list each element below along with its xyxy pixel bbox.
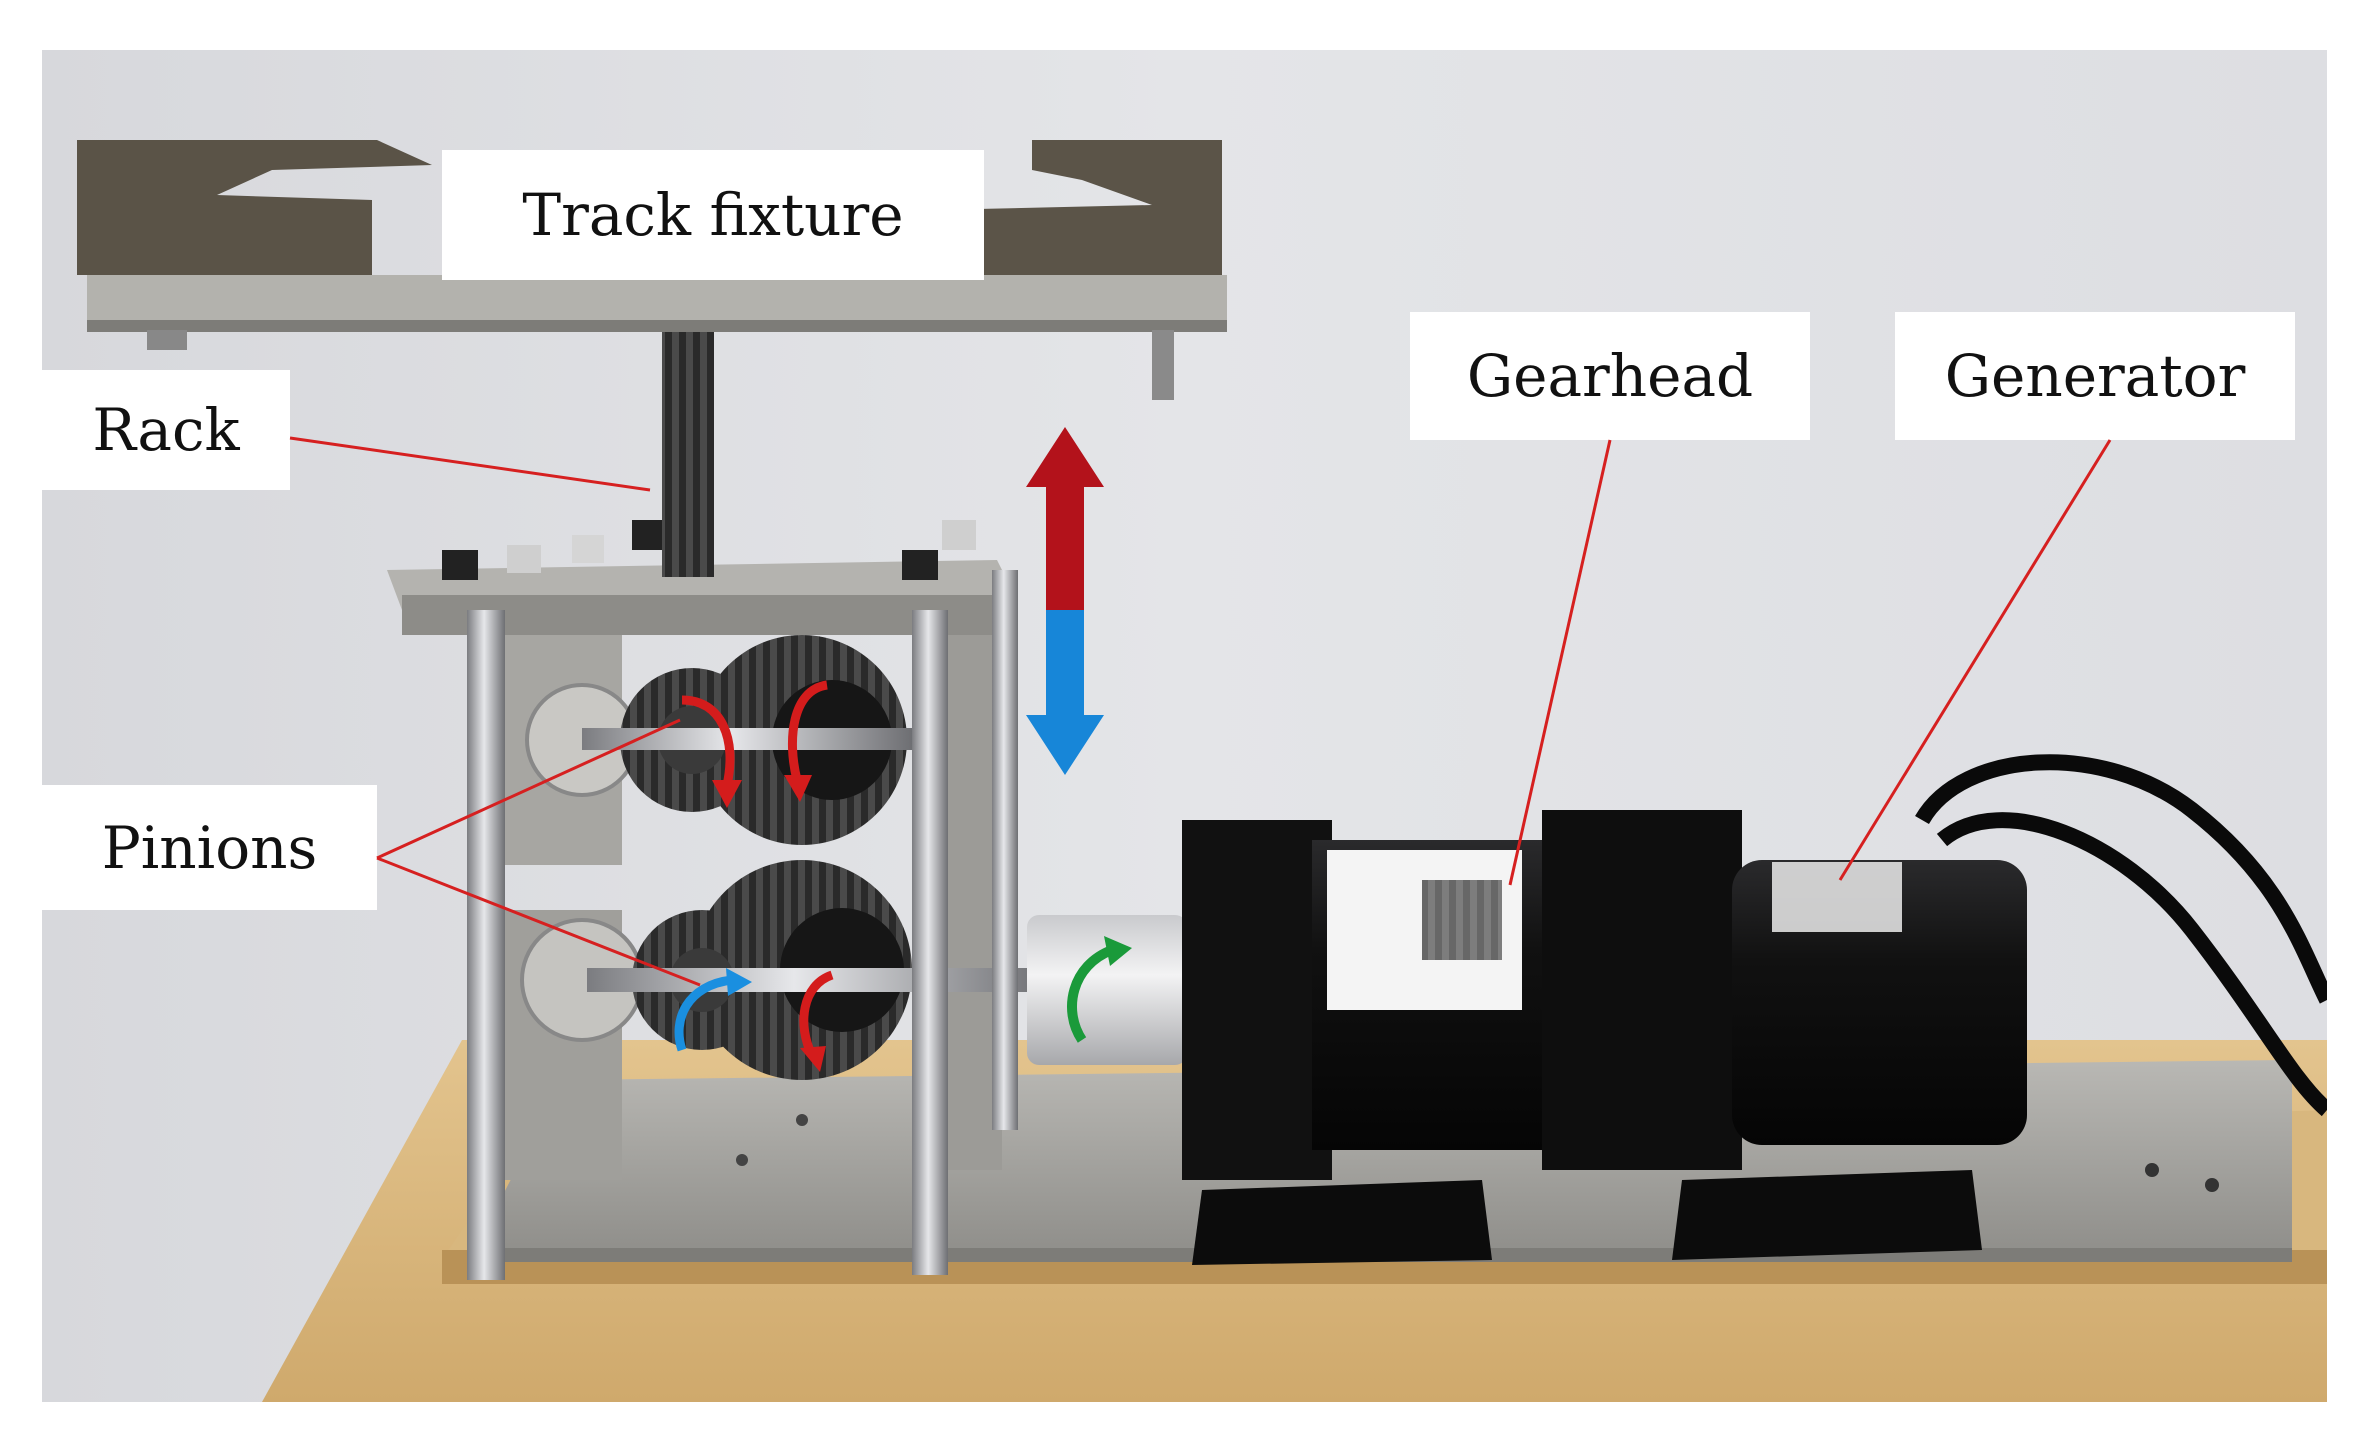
bolt — [442, 550, 478, 580]
shaft-upper — [582, 728, 912, 750]
pinion-rotation-arrowhead-icon — [784, 775, 812, 802]
vertical-rod-left — [467, 610, 505, 1280]
pinion-rotation-arrow-icon — [788, 680, 829, 782]
plate-hole — [796, 1114, 808, 1126]
test-rig-photo — [42, 50, 2327, 1402]
fixture-screw — [1152, 330, 1174, 400]
coupling-rotation-arrowhead-icon — [1104, 936, 1132, 966]
down-arrow-icon — [1026, 610, 1104, 775]
track-fixture-jaw-right — [932, 140, 1222, 275]
generator-front-block — [1542, 810, 1742, 1170]
fixture-screw — [147, 330, 187, 350]
vertical-rod-right — [912, 610, 948, 1275]
plate-hole — [736, 1154, 748, 1166]
shaft-coupling — [1027, 915, 1187, 1065]
pinion-rotation-arrow-icon — [674, 975, 733, 1052]
vertical-rod-back — [992, 570, 1018, 1130]
pinion-rotation-arrow-icon — [799, 970, 834, 1058]
pinion-rotation-arrowhead-icon — [800, 1046, 826, 1072]
gearhead-mount-foot — [1192, 1180, 1492, 1265]
label-pinions: Pinions — [42, 785, 377, 910]
bolt — [572, 535, 604, 563]
bolt — [632, 520, 662, 550]
generator-mount-foot — [1672, 1170, 1982, 1260]
label-gearhead: Gearhead — [1410, 312, 1810, 440]
coupling-rotation-arrow-icon — [1067, 945, 1114, 1043]
pinion-rotation-arrowhead-icon — [712, 780, 742, 808]
rack — [662, 332, 714, 577]
label-generator: Generator — [1895, 312, 2295, 440]
pinion-rotation-arrow-icon — [681, 695, 735, 786]
track-fixture-jaw-left — [77, 140, 432, 275]
bolt — [942, 520, 976, 550]
plate-hole — [2145, 1163, 2159, 1177]
test-rig-illustration — [42, 50, 2327, 1402]
plate-hole — [2205, 1178, 2219, 1192]
gearhead-flange — [1182, 820, 1332, 1180]
track-fixture-base-edge — [87, 320, 1227, 332]
up-arrow-icon — [1026, 427, 1104, 610]
pinion-rotation-arrowhead-icon — [726, 968, 752, 996]
generator-label — [1772, 862, 1902, 932]
bolt — [507, 545, 541, 573]
barcode — [1422, 880, 1502, 960]
bolt — [902, 550, 938, 580]
label-rack: Rack — [42, 370, 290, 490]
label-track-fixture: Track fixture — [442, 150, 984, 280]
